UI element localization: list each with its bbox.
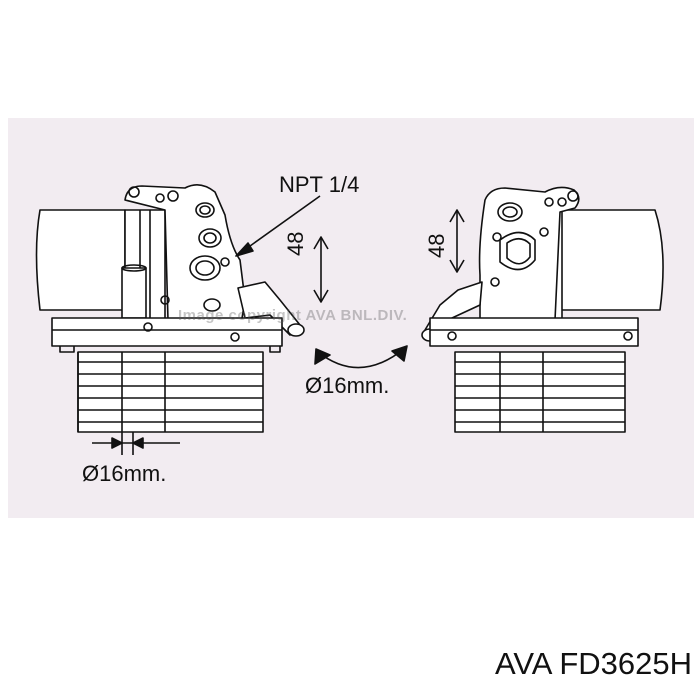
npt-thread-label: NPT 1/4 — [279, 172, 360, 197]
copyright-watermark: Image copyright AVA BNL.DIV. — [178, 307, 408, 324]
part-number-caption: AVA FD3625H — [494, 646, 692, 681]
height-dimension-right: 48 — [424, 233, 449, 258]
left-view — [35, 184, 305, 455]
diameter-label-left: Ø16mm. — [82, 461, 167, 486]
height-dimension-left: 48 — [283, 231, 308, 256]
right-view — [421, 186, 664, 433]
diameter-label-center: Ø16mm. — [305, 373, 390, 398]
